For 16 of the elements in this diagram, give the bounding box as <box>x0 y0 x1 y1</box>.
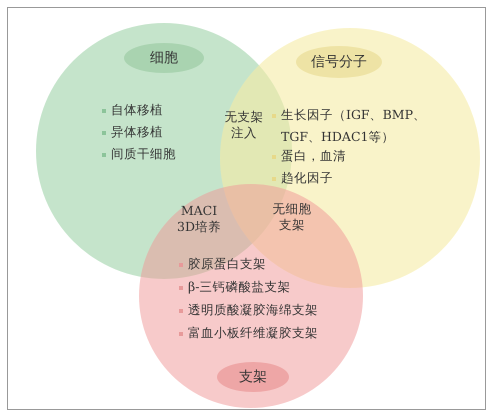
heading-pill: 支架 <box>217 362 289 392</box>
overlap-label: 无细胞支架 <box>272 201 312 233</box>
list-item: β-三钙磷酸盐支架 <box>179 279 290 295</box>
list-item: 间质干细胞 <box>102 146 176 162</box>
list-item: 透明质酸凝胶海绵支架 <box>179 302 318 318</box>
list-item: 趋化因子 <box>272 170 333 186</box>
list-item: 异体移植 <box>102 124 163 140</box>
overlap-label: MACI 3D培养 <box>176 203 222 235</box>
list-item: 自体移植 <box>102 102 163 118</box>
list-item: 富血小板纤维凝胶支架 <box>179 325 318 341</box>
overlap-label: 无支架注入 <box>224 109 264 141</box>
heading-pill: 细胞 <box>124 43 204 73</box>
list-item: 蛋白，血清 <box>272 148 346 164</box>
list-item: 生长因子（IGF、BMP、TGF、HDAC1等） <box>272 104 449 148</box>
heading-pill: 信号分子 <box>296 46 382 78</box>
list-item: 胶原蛋白支架 <box>179 256 266 272</box>
